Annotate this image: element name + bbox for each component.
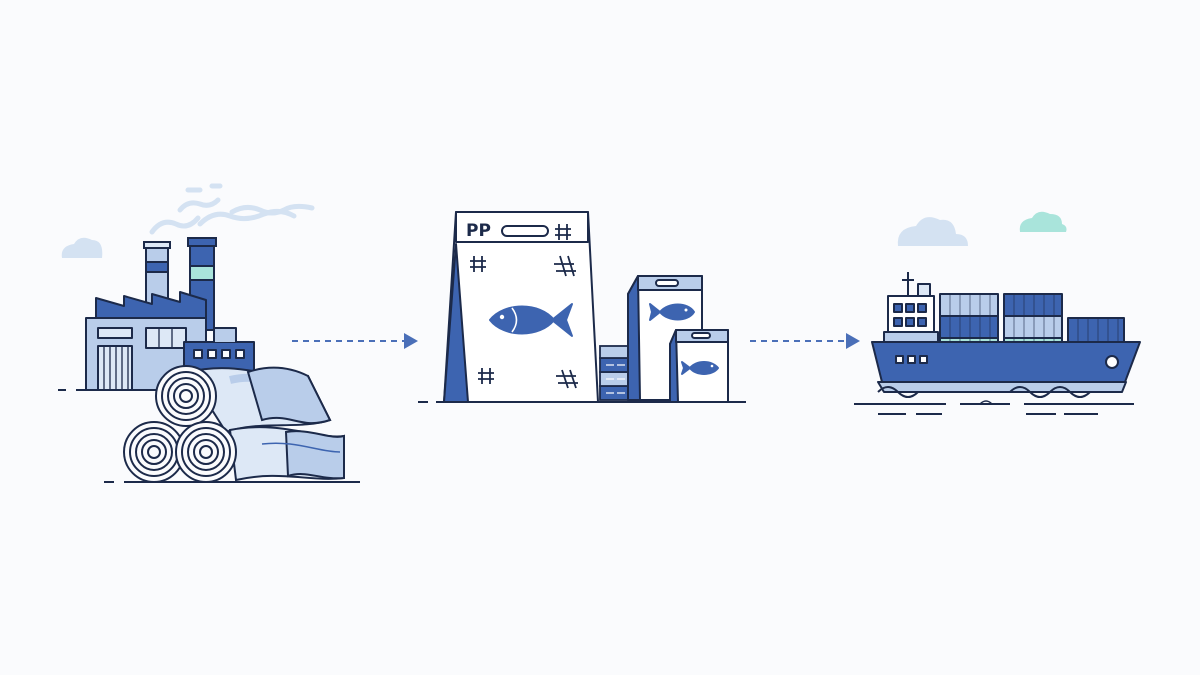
pp-bag-icon	[669, 329, 729, 403]
smoke-icon	[149, 183, 315, 235]
bag-print-label: PP	[466, 221, 491, 241]
water-icon	[854, 400, 1134, 415]
cloud-icon	[61, 237, 103, 258]
factory-stage	[58, 183, 360, 483]
cloud-icon	[1019, 211, 1067, 232]
bags-stage: PP	[418, 211, 746, 403]
fabric-rolls-icon	[123, 365, 345, 483]
ship-stage	[854, 211, 1141, 415]
container-ship-icon	[871, 272, 1141, 398]
flow-arrow-icon	[750, 333, 860, 349]
cloud-icon	[897, 217, 968, 246]
pp-bag-icon	[443, 211, 599, 403]
flow-arrow-icon	[292, 333, 418, 349]
